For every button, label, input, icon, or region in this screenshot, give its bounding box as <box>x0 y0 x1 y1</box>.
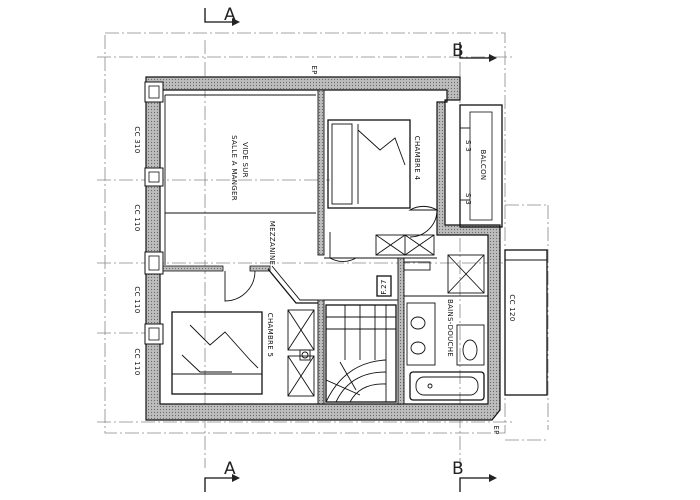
room-labels: VIDE SUR SALLE A MANGER MEZZANINE CHAMBR… <box>230 135 487 357</box>
section-label-a-bottom: A <box>224 459 236 479</box>
vent-grille <box>403 261 431 271</box>
door-swings <box>224 206 439 302</box>
dim-cc-120: CC 120 <box>508 294 516 321</box>
room-label-bedroom-5: CHAMBRE 5 <box>266 313 274 357</box>
dim-cc-110-b: CC 110 <box>133 286 141 313</box>
section-marker-b-top: B <box>452 41 497 62</box>
dim-cc-110-c: CC 110 <box>133 348 141 375</box>
dim-ep-top: EP <box>310 65 318 74</box>
room-label-bedroom-4: CHAMBRE 4 <box>413 136 421 181</box>
dim-s3-a: S 3 <box>464 140 472 152</box>
balcony <box>459 104 503 228</box>
room-label-balcony: BALCON <box>479 150 487 181</box>
staircase <box>325 304 397 403</box>
bed-chambre-5 <box>171 311 263 395</box>
terrace <box>504 249 548 396</box>
exterior-walls <box>145 76 501 421</box>
section-label-b-bottom: B <box>452 459 464 479</box>
section-label-a-top: A <box>224 5 236 25</box>
bed-chambre-4 <box>327 119 411 209</box>
dim-ep-bottom: EP <box>492 425 500 434</box>
site-outline <box>104 32 506 434</box>
section-marker-b-bottom: B <box>452 459 497 492</box>
panel-label: F.27 <box>380 279 388 294</box>
section-label-b-top: B <box>452 41 464 61</box>
section-marker-a-bottom: A <box>204 459 240 492</box>
electrical-panel: F.27 <box>376 275 392 297</box>
interior-walls <box>162 89 488 405</box>
dim-cc-310: CC 310 <box>133 126 141 153</box>
room-label-mezzanine: MEZZANINE <box>268 221 276 266</box>
section-marker-a-top: A <box>204 5 240 26</box>
room-label-dining: SALLE A MANGER <box>230 135 238 201</box>
bathroom-fixtures <box>299 302 485 401</box>
wardrobes <box>287 234 485 397</box>
dim-cc-110-a: CC 110 <box>133 204 141 231</box>
dimension-labels: CC 310 CC 110 CC 110 CC 110 CC 120 S 3 S… <box>133 65 516 434</box>
room-label-void: VIDE SUR <box>241 142 249 178</box>
left-windows <box>144 81 164 345</box>
room-label-bathroom: BAINS-DOUCHE <box>446 299 454 357</box>
dim-s3-b: S 3 <box>464 193 472 205</box>
